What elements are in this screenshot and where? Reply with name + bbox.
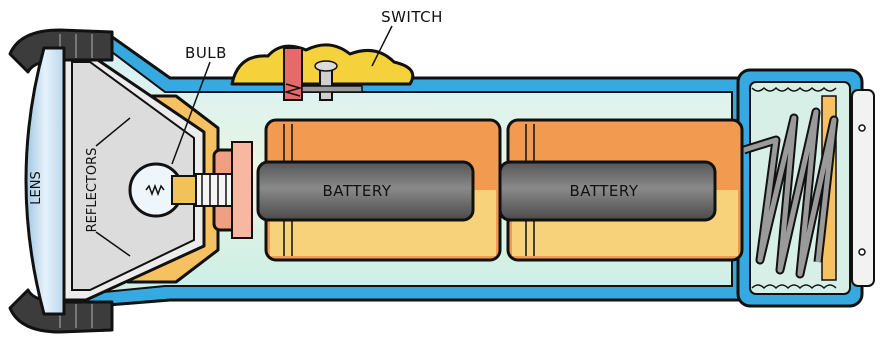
- battery-1-core: [256, 160, 475, 222]
- spring: [742, 107, 839, 279]
- lens-label: LENS: [29, 171, 44, 204]
- bulb-threads: [201, 174, 227, 206]
- tail-rivet-bottom: [858, 248, 866, 256]
- reflectors-pointer-top: [95, 117, 131, 147]
- switch: [230, 43, 415, 101]
- tail-rivet-top: [858, 124, 866, 132]
- switch-spring: [283, 83, 303, 97]
- tail-threads-top: [751, 86, 837, 92]
- bulb-neck: [171, 175, 197, 205]
- bulb-filament: [145, 183, 165, 197]
- bulb-base: [195, 173, 233, 207]
- battery-2-label: BATTERY: [569, 182, 638, 200]
- switch-label: SWITCH: [381, 8, 443, 26]
- socket-plate: [231, 141, 253, 239]
- battery-1-label: BATTERY: [322, 182, 391, 200]
- battery-2-core: [498, 160, 717, 222]
- reflectors-pointer-bottom: [95, 231, 131, 257]
- reflectors-label: REFLECTORS: [85, 148, 100, 233]
- switch-screw-head: [314, 60, 338, 72]
- switch-pointer: [371, 25, 393, 67]
- battery-2: BATTERY: [498, 118, 744, 262]
- spring-coil-highlight: [743, 109, 837, 277]
- switch-contact: [301, 85, 363, 93]
- tail-threads-bottom: [751, 284, 837, 290]
- bulb-pointer: [171, 61, 211, 165]
- tail-cap-end: [851, 89, 875, 287]
- battery-1: BATTERY: [256, 118, 502, 262]
- bulb-label: BULB: [185, 44, 227, 62]
- lens-assembly: LENS: [8, 28, 114, 334]
- bulb: [128, 162, 233, 218]
- lens: [24, 46, 66, 316]
